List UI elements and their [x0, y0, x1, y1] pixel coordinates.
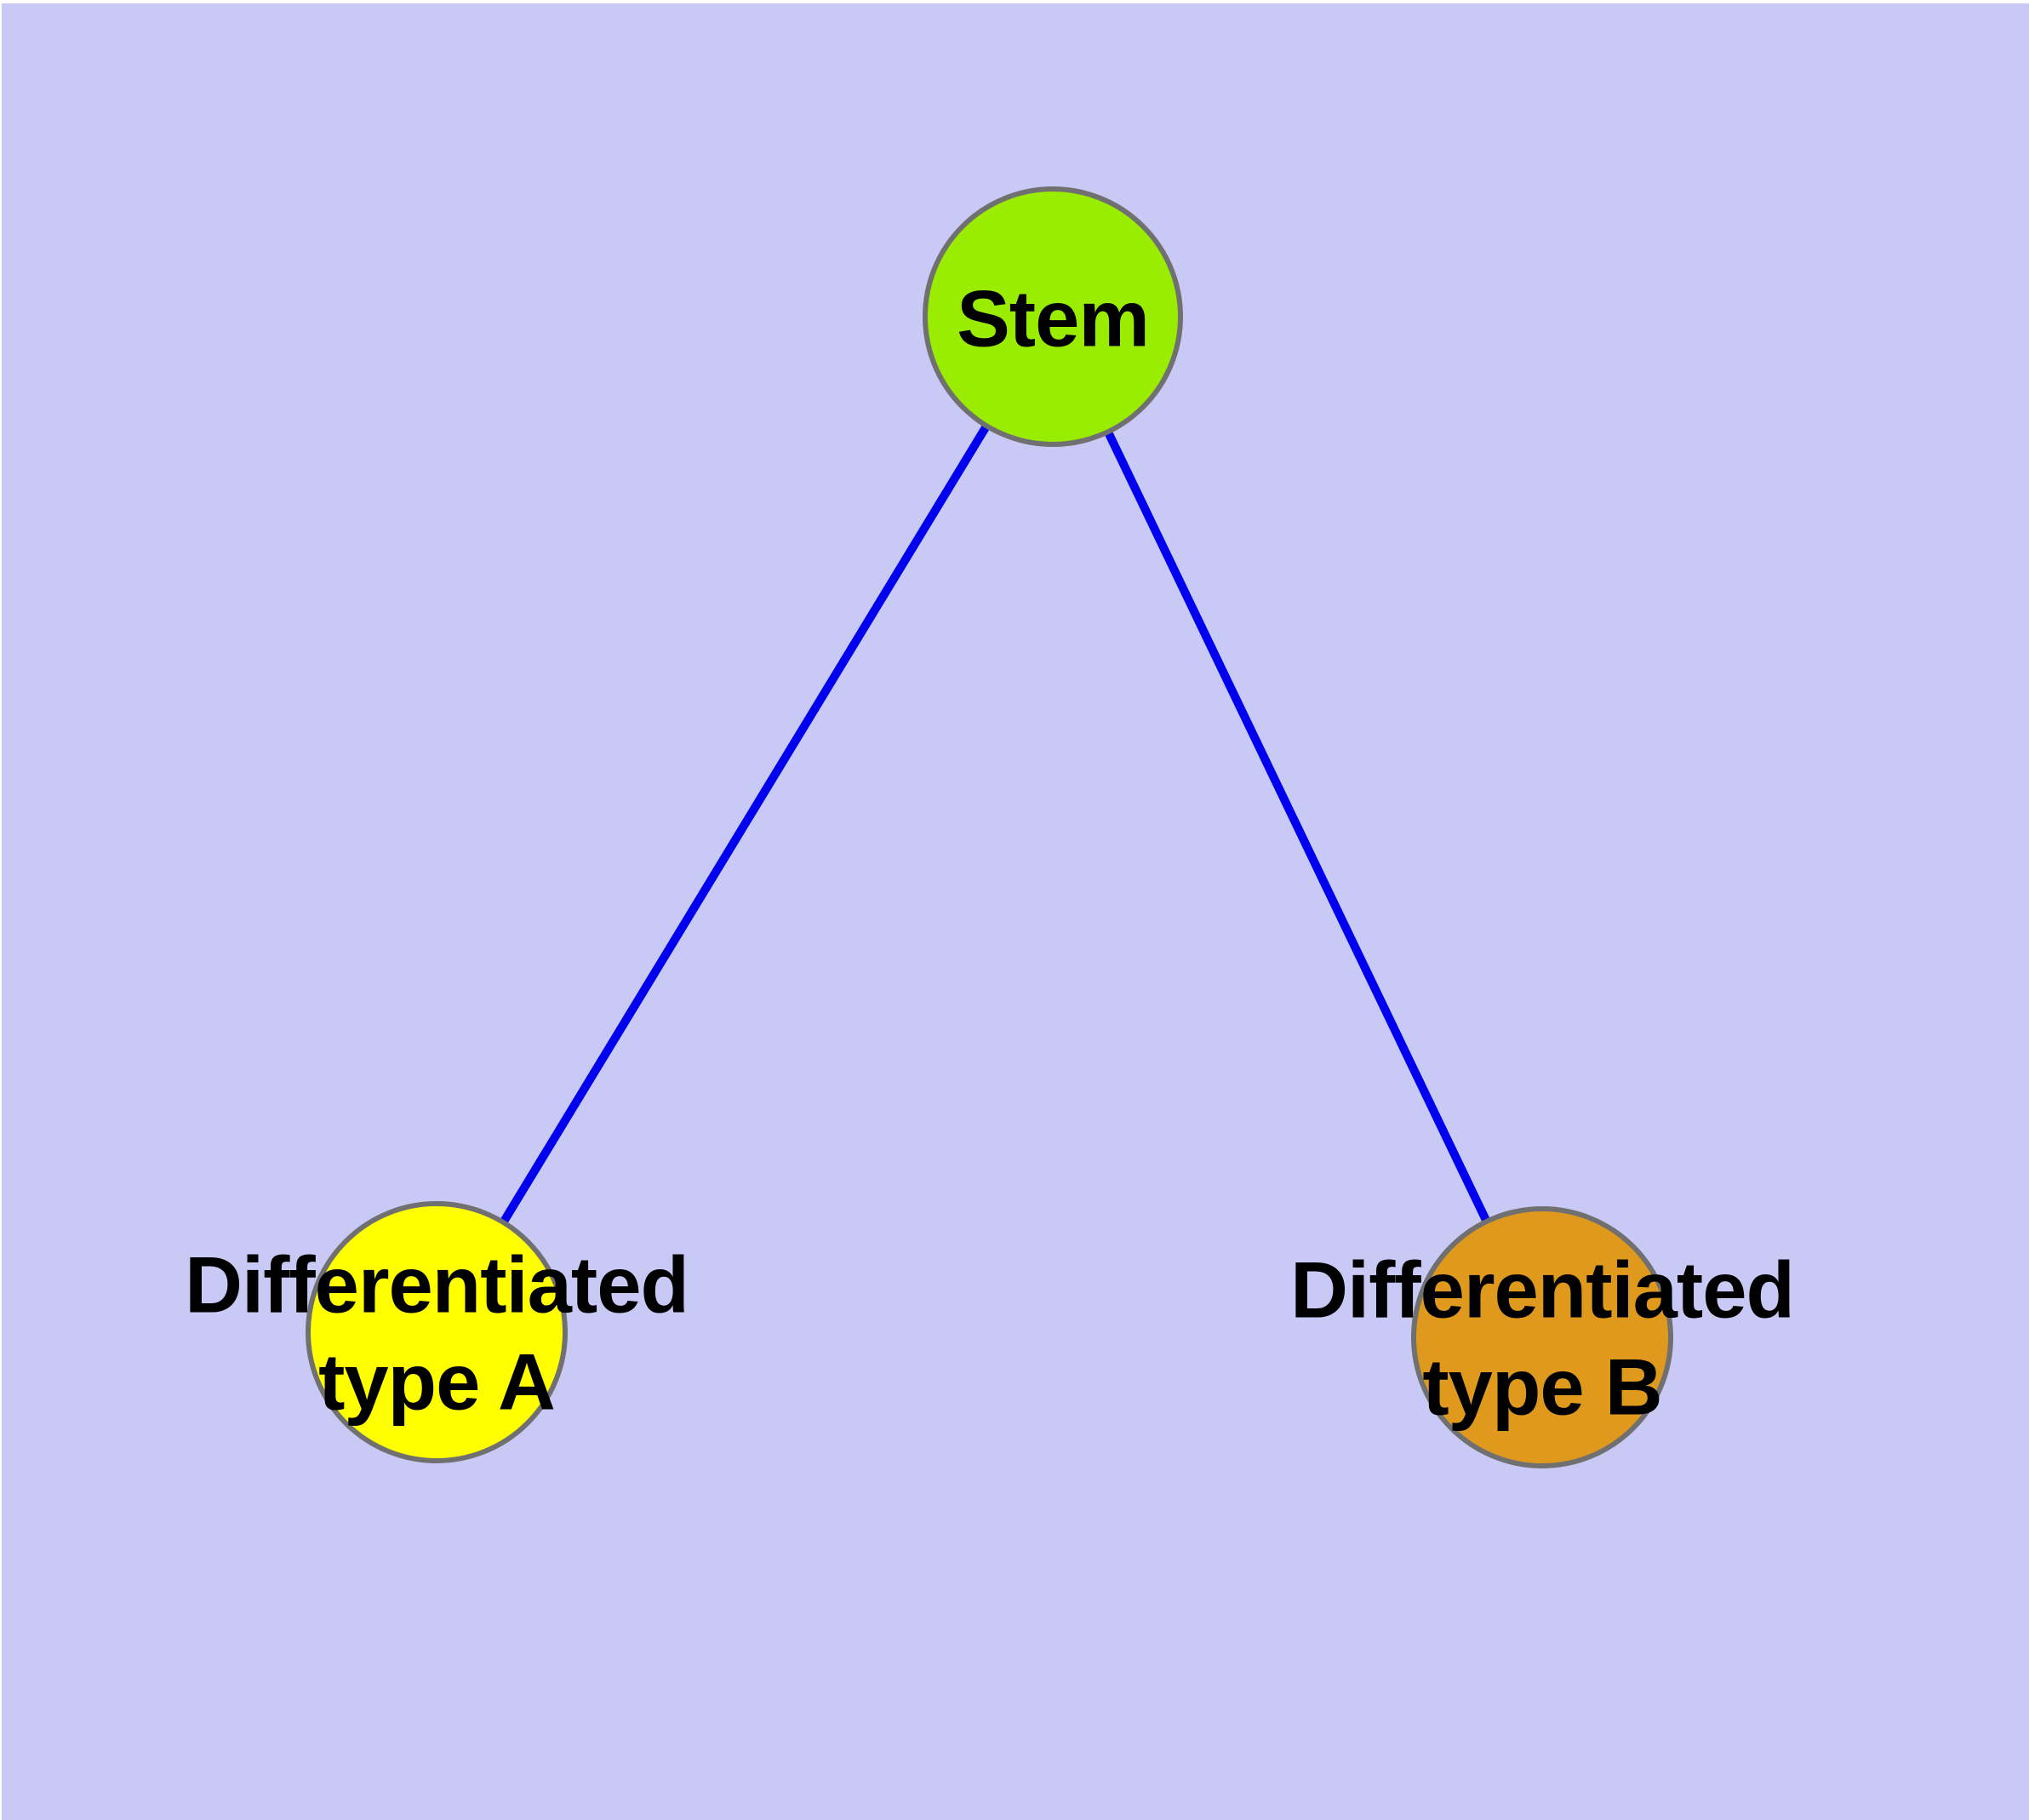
node-stem-label: Stem: [957, 274, 1149, 363]
edge-stem-to-type-a: [432, 314, 1057, 1335]
node-type-a-circle: [306, 1201, 568, 1463]
node-type-b-circle: [1411, 1206, 1673, 1468]
node-type-b-label-line2: type B: [1422, 1342, 1661, 1432]
node-type-a-label-line1: Differentiated: [185, 1240, 689, 1330]
node-type-b-label-line1: Differentiated: [1290, 1245, 1794, 1335]
node-type-a-label-line2: type A: [318, 1337, 555, 1427]
node-stem-circle: [923, 186, 1183, 447]
edge-stem-to-type-b: [1049, 314, 1546, 1340]
